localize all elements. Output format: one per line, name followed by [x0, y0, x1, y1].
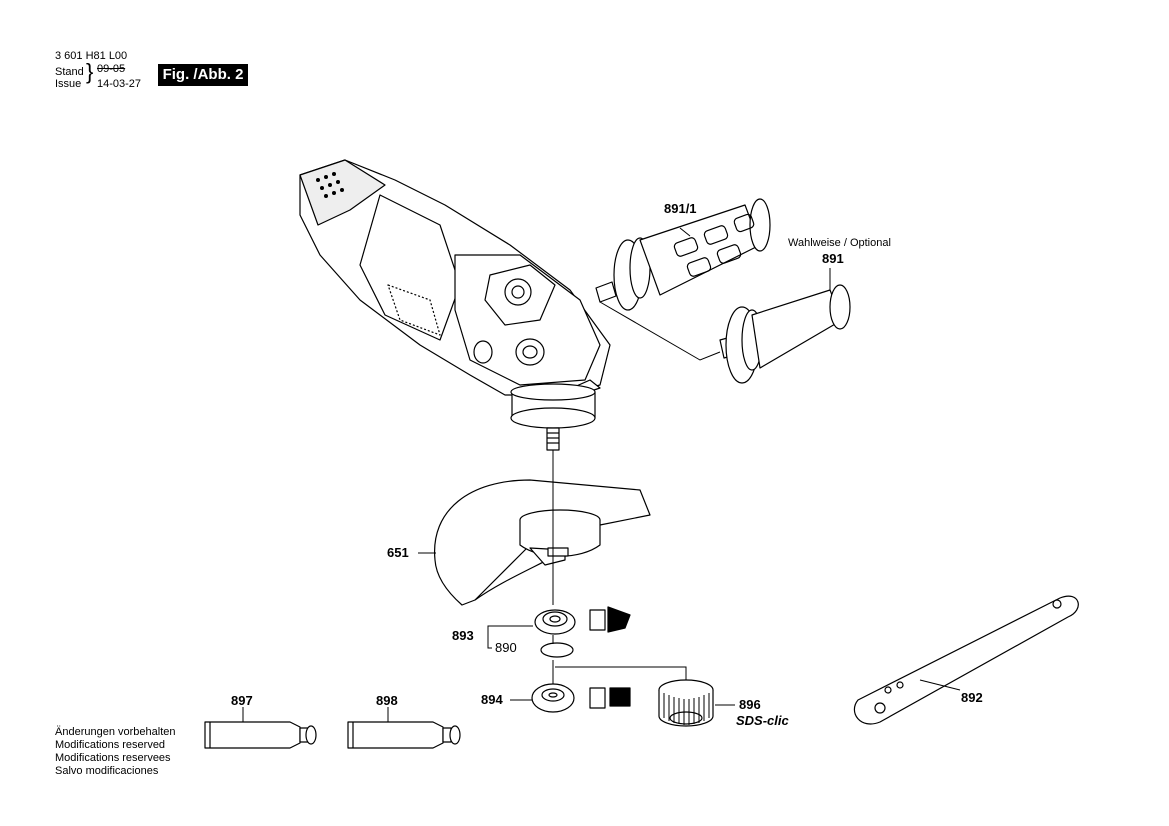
- modification-notes: Änderungen vorbehalten Modifications res…: [55, 726, 175, 778]
- clamping-nut-894: [531, 683, 631, 713]
- label-890: 890: [495, 640, 517, 655]
- issue-label: Issue: [55, 78, 82, 90]
- note-french: Modifications reservees: [55, 752, 171, 764]
- issue-date: 14-03-27: [97, 78, 142, 90]
- label-891: 891: [822, 251, 844, 266]
- label-893: 893: [452, 628, 474, 643]
- protection-guard-651: [434, 479, 651, 606]
- label-optional-note: Wahlweise / Optional: [788, 237, 891, 249]
- document-number: 3 601 H81 L00: [55, 50, 128, 62]
- label-651: 651: [387, 545, 409, 560]
- note-german: Änderungen vorbehalten: [55, 726, 176, 738]
- mounting-flange-893: [534, 606, 631, 658]
- auxiliary-handle-891: [719, 284, 851, 384]
- quick-clamping-nut-896: [658, 679, 714, 727]
- two-pin-spanner-892: [853, 595, 1079, 725]
- auxiliary-handle-891-1: [595, 198, 771, 311]
- note-spanish: Salvo modificaciones: [55, 765, 159, 777]
- note-english: Modifications reserved: [55, 739, 166, 751]
- label-sds-clic: SDS-clic: [736, 713, 789, 728]
- label-897: 897: [231, 693, 253, 708]
- label-894: 894: [481, 692, 503, 707]
- grease-tube-897: [204, 721, 317, 749]
- figure-label: Fig. /Abb. 2: [158, 64, 248, 86]
- stand-date: 09-05: [97, 63, 126, 75]
- grease-tube-898: [347, 721, 461, 749]
- brace-glyph: }: [86, 59, 94, 84]
- label-891-1: 891/1: [664, 201, 697, 216]
- stand-label: Stand: [55, 66, 84, 78]
- label-892: 892: [961, 690, 983, 705]
- grinder-body: [299, 159, 611, 451]
- label-896: 896: [739, 697, 761, 712]
- label-898: 898: [376, 693, 398, 708]
